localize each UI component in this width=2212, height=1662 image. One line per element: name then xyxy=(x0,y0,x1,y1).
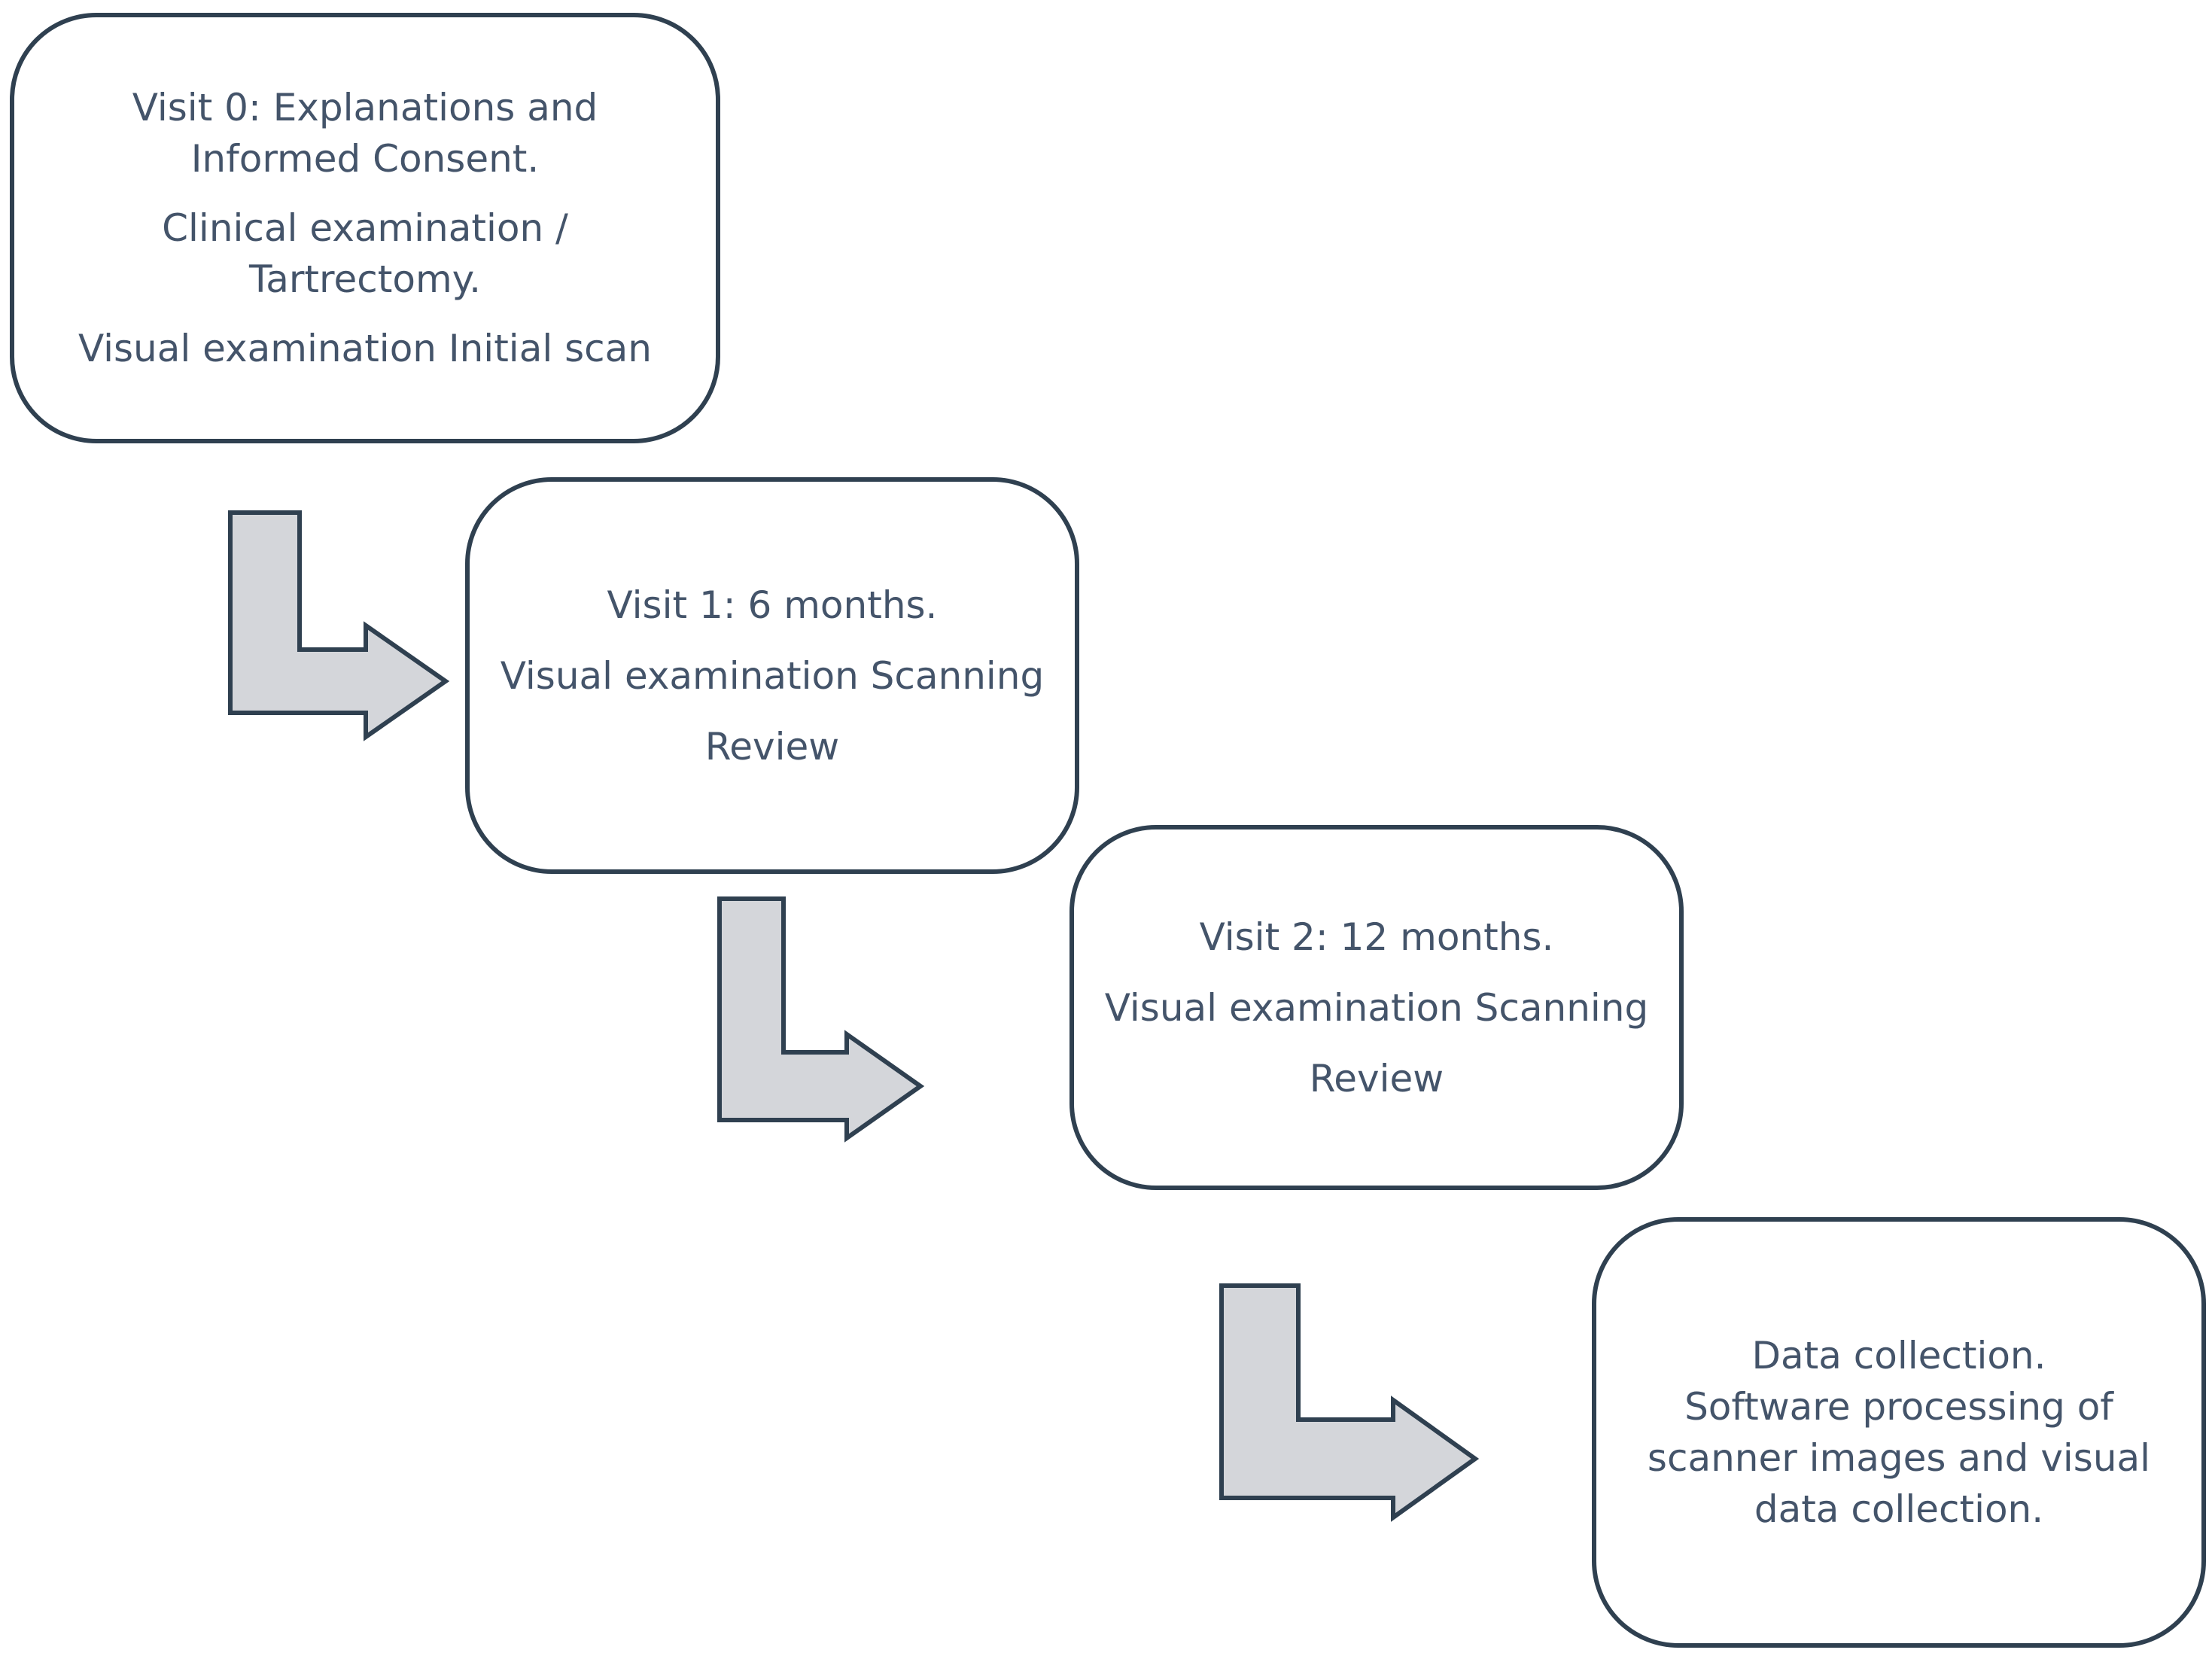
text-line: Visual examination Scanning xyxy=(1104,985,1649,1030)
step-visit-1-box: Visit 1: 6 months. Visual examination Sc… xyxy=(465,477,1079,874)
bent-arrow-2 xyxy=(717,896,925,1143)
text-line: Review xyxy=(704,724,840,769)
bent-arrow-2-shape xyxy=(717,896,925,1143)
data-collection-text: Data collection. Software processing of … xyxy=(1648,1330,2150,1535)
bent-arrow-3-shape xyxy=(1219,1283,1480,1522)
text-line: Visual examination Initial scan xyxy=(78,327,652,370)
text-line: Review xyxy=(1309,1056,1444,1100)
text-line: Visual examination Scanning xyxy=(500,653,1045,698)
text-line: Visit 1: 6 months. xyxy=(607,583,938,627)
visit-0-clinical: Clinical examination / Tartrectomy. xyxy=(162,202,568,305)
visit-2-heading: Visit 2: 12 months. xyxy=(1200,912,1554,963)
text-line: Clinical examination / xyxy=(162,206,568,250)
visit-0-scan: Visual examination Initial scan xyxy=(78,323,652,374)
bent-arrow-1 xyxy=(228,510,450,741)
step-data-collection-box: Data collection. Software processing of … xyxy=(1592,1217,2206,1648)
text-line: Tartrectomy. xyxy=(248,257,482,301)
bent-arrow-1-shape xyxy=(228,510,450,741)
step-visit-2-box: Visit 2: 12 months. Visual examination S… xyxy=(1069,825,1684,1190)
visit-2-review: Review xyxy=(1310,1053,1444,1104)
text-line: scanner images and visual xyxy=(1647,1436,2151,1480)
text-line: Visit 0: Explanations and xyxy=(132,86,598,129)
text-line: Visit 2: 12 months. xyxy=(1199,915,1554,959)
text-line: Informed Consent. xyxy=(190,137,540,181)
visit-0-heading: Visit 0: Explanations and Informed Conse… xyxy=(132,82,598,184)
text-line: Software processing of xyxy=(1684,1385,2113,1429)
visit-1-review: Review xyxy=(705,721,839,772)
text-line: Data collection. xyxy=(1751,1334,2046,1377)
visit-2-exam: Visual examination Scanning xyxy=(1105,982,1648,1033)
visit-1-heading: Visit 1: 6 months. xyxy=(607,580,938,631)
visit-1-exam: Visual examination Scanning xyxy=(501,650,1044,702)
step-visit-0-box: Visit 0: Explanations and Informed Conse… xyxy=(10,13,720,443)
bent-arrow-3 xyxy=(1219,1283,1480,1522)
text-line: data collection. xyxy=(1754,1487,2044,1531)
